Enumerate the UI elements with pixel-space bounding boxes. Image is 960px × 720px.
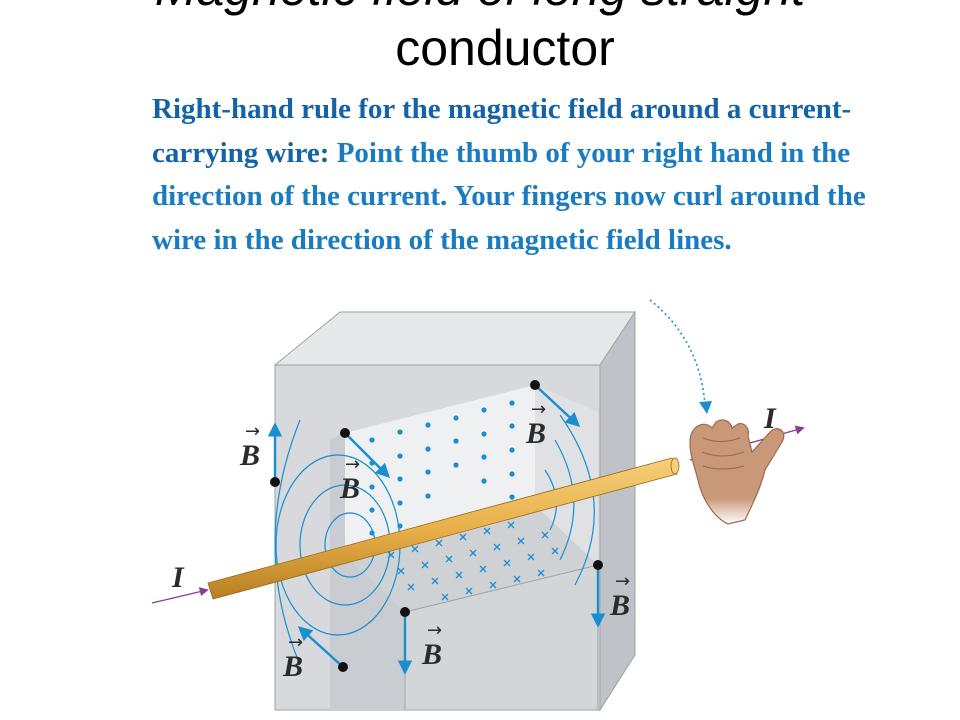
b-vector-top-right (534, 384, 581, 427)
cutout-right-wall (535, 385, 598, 565)
block-top-face (273, 311, 636, 366)
b-label: B (525, 417, 546, 450)
b-label: B (239, 439, 260, 472)
right-hand-illustration (689, 419, 785, 525)
current-wire (207, 457, 680, 600)
field-label-top-left: B→ (339, 454, 360, 505)
cutout-floor (345, 505, 598, 612)
field-vectors (267, 384, 606, 675)
svg-text:→: → (245, 421, 260, 442)
field-label-bottom-step: B→ (421, 620, 442, 671)
field-points (270, 380, 603, 672)
cutout-left-wall (330, 433, 405, 710)
caption-pointer-arrowhead (699, 401, 712, 414)
caption-body: Point the thumb of your right hand in th… (152, 136, 866, 256)
slide-title-line-2: conductor (395, 20, 615, 76)
caption-pointer (649, 299, 706, 406)
field-crosses (387, 521, 559, 601)
svg-text:→: → (615, 571, 630, 592)
field-label-right-step: B→ (609, 571, 630, 622)
current-label-right: I (763, 402, 777, 435)
svg-text:→: → (345, 454, 360, 475)
b-label: B (282, 650, 303, 683)
svg-text:→: → (288, 632, 303, 653)
svg-text:→: → (531, 399, 546, 420)
b-vector-top-left (344, 432, 391, 479)
block-right-face (599, 310, 636, 712)
caption-lead: Right-hand rule for the magnetic field a… (152, 93, 852, 169)
svg-text:→: → (427, 620, 442, 641)
right-hand-rule-caption: Right-hand rule for the magnetic field a… (152, 88, 872, 262)
current-arrow-left (151, 587, 209, 604)
slide-title: Magnetic field of long straight conducto… (0, 0, 960, 78)
slide-title-line-1: Magnetic field of long straight (0, 0, 960, 18)
current-label-left: I (171, 561, 185, 594)
b-label: B (421, 638, 442, 671)
b-label: B (339, 472, 360, 505)
b-label: B (609, 589, 630, 622)
b-vector-bottom-left (297, 626, 344, 668)
field-label-bottom-left: B→ (282, 632, 303, 683)
field-label-left-face: B→ (239, 421, 260, 472)
field-label-top-right: B→ (525, 399, 546, 450)
block-front-step (404, 564, 599, 711)
